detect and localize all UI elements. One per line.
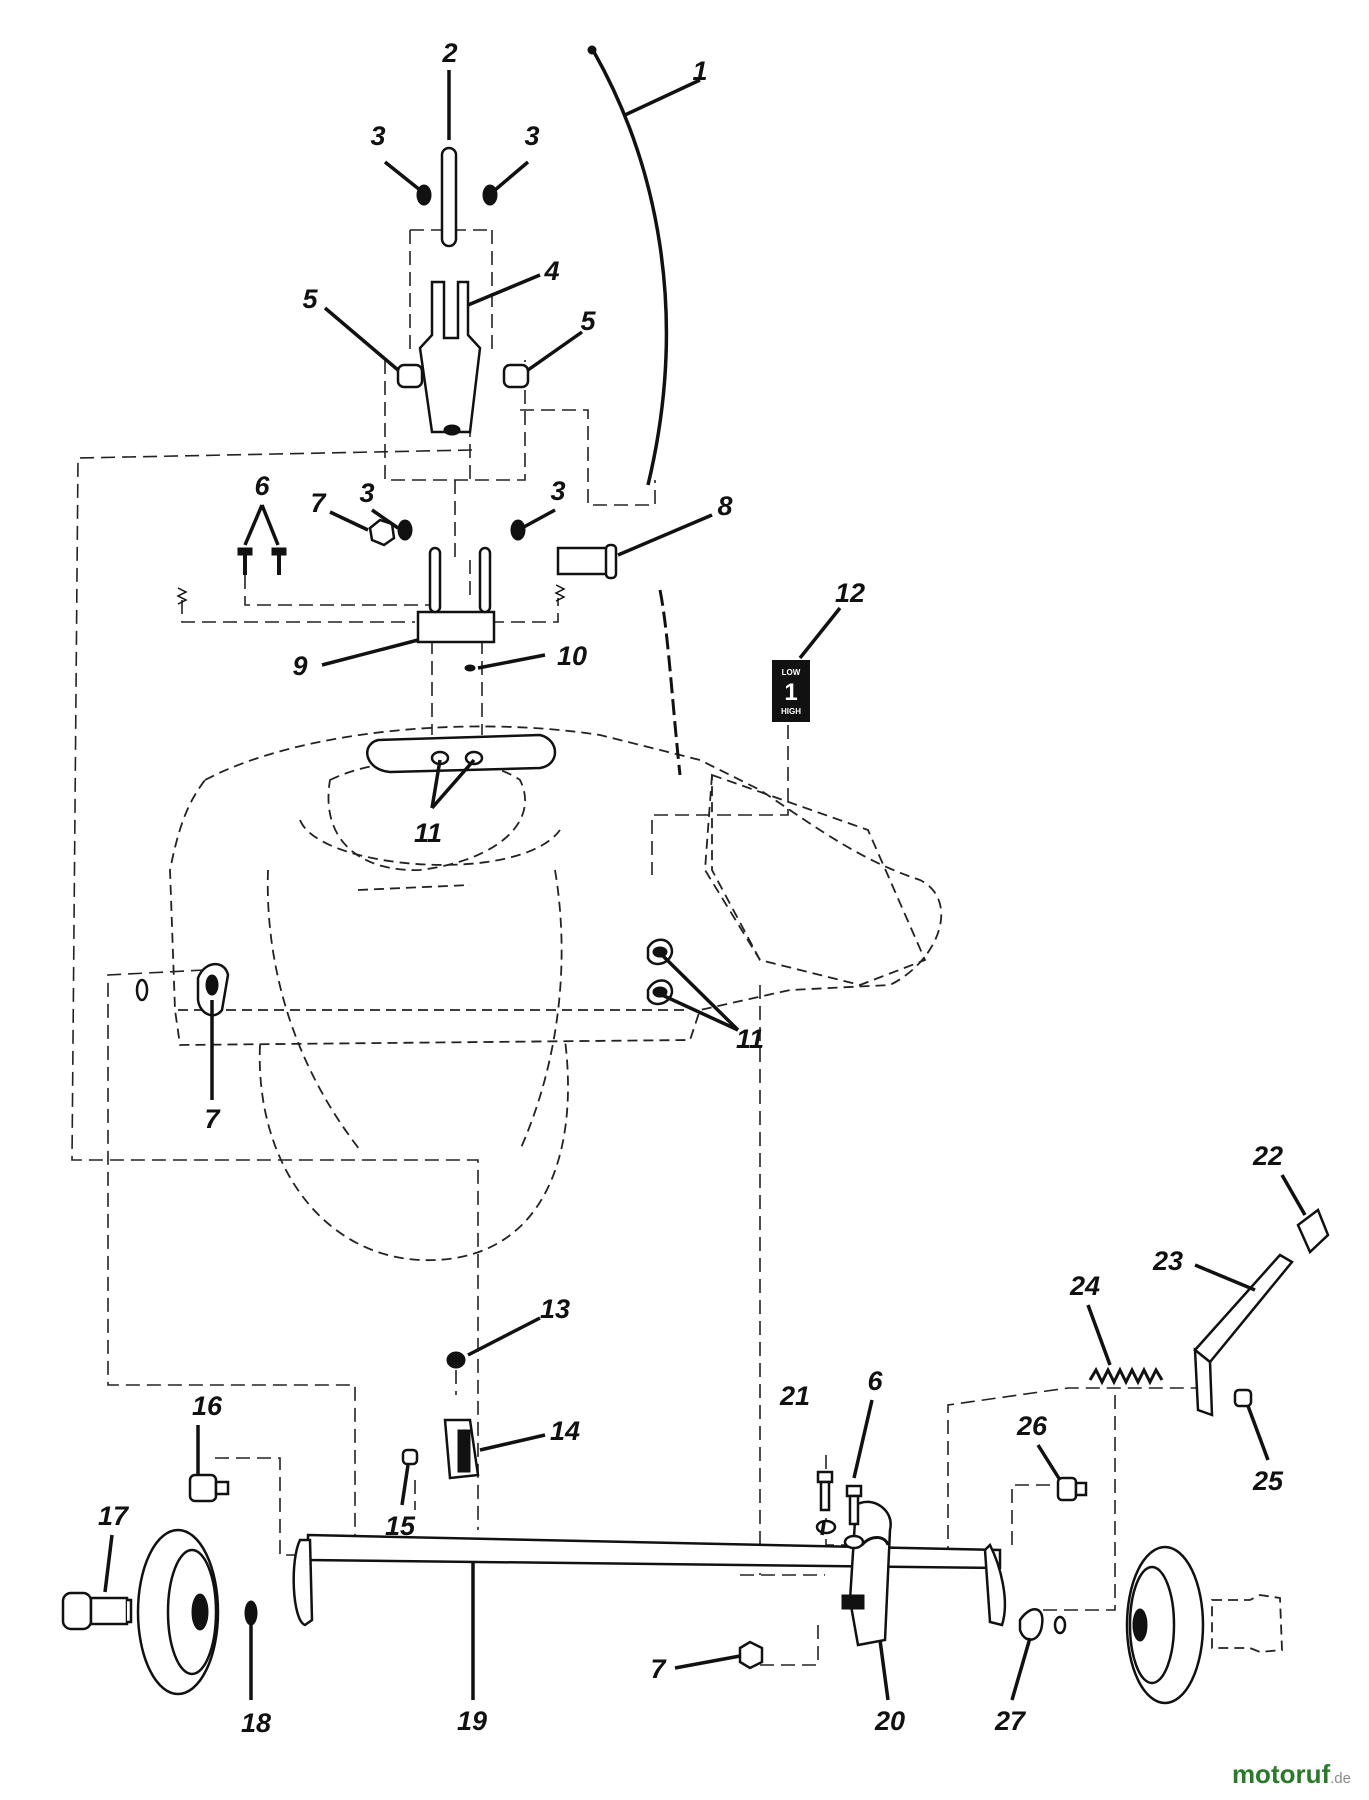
callout-14: 14: [550, 1416, 580, 1446]
washer-part-3-mid-left: [397, 519, 413, 541]
callout-5: 5: [580, 306, 596, 336]
callout-11: 11: [414, 818, 442, 848]
decal-number: 1: [784, 679, 797, 706]
bolt-part-25: [1233, 1388, 1253, 1408]
decal-part-12: LOW 1 HIGH: [772, 660, 810, 722]
washer-part-3-mid-right: [510, 519, 526, 541]
bolt-part-16: [188, 1473, 230, 1503]
callout-19: 19: [457, 1706, 487, 1736]
callout-11: 11: [736, 1024, 764, 1054]
callout-25: 25: [1252, 1466, 1284, 1496]
bushing-part-5-right: [502, 363, 530, 389]
callout-8: 8: [717, 491, 732, 521]
callout-7: 7: [310, 488, 327, 518]
callout-6: 6: [867, 1366, 883, 1396]
callout-7: 7: [204, 1104, 221, 1134]
bushing-part-5-left: [396, 363, 424, 389]
callout-numbers: 1 2 3 3 4 5 5 6 7 3 3 8 9 10 11 12 11 7 …: [98, 38, 1284, 1738]
callout-5: 5: [302, 284, 318, 314]
callout-6: 6: [254, 471, 270, 501]
assembly-guide-lines: [71, 229, 1210, 1666]
upper-handle-parts: [176, 45, 669, 672]
callout-7: 7: [650, 1654, 667, 1684]
nut-part-7-bottom: [738, 1640, 764, 1670]
callout-1: 1: [692, 56, 707, 86]
callout-17: 17: [98, 1501, 130, 1531]
callout-26: 26: [1016, 1411, 1048, 1441]
grommet-part-13: [446, 1351, 466, 1369]
callout-3: 3: [550, 476, 565, 506]
screws-part-6-top: [237, 547, 287, 575]
washer-part-10: [464, 664, 476, 672]
washer-part-27: [1018, 1608, 1044, 1641]
bolt-part-26: [1056, 1476, 1088, 1502]
nut-part-15: [401, 1448, 419, 1466]
callout-20: 20: [874, 1706, 905, 1736]
washer-part-18: [244, 1600, 258, 1626]
callout-10: 10: [557, 641, 587, 671]
callout-3: 3: [359, 478, 374, 508]
axle-part-19: [292, 1533, 1007, 1627]
callout-24: 24: [1069, 1271, 1100, 1301]
link-part-2: [440, 146, 458, 248]
watermark-tld: .de: [1330, 1770, 1351, 1787]
shoulder-bolt-part-17: [61, 1591, 133, 1631]
cable-part-1: [592, 51, 669, 486]
decal-high-label: HIGH: [781, 707, 801, 716]
callout-3: 3: [524, 121, 539, 151]
watermark-brand: motoruf: [1231, 1759, 1331, 1789]
bracket-part-9: [416, 610, 496, 644]
callout-18: 18: [241, 1708, 271, 1738]
washer-part-21: [815, 1519, 837, 1535]
callout-4: 4: [543, 256, 559, 286]
callout-3: 3: [370, 121, 385, 151]
washer-part-3-top-left: [416, 184, 432, 206]
callout-15: 15: [385, 1511, 416, 1541]
right-wheel: [1125, 1545, 1205, 1705]
callout-27: 27: [994, 1706, 1027, 1736]
yoke-part-4: [418, 280, 482, 434]
lower-assembly-parts: [61, 1208, 1330, 1705]
spring-part-24: [1088, 1366, 1164, 1386]
callout-leaders: [103, 70, 1307, 1701]
callout-21: 21: [779, 1381, 810, 1411]
lever-part-23: [1193, 1253, 1294, 1417]
washer-part-3-top-right: [482, 184, 498, 206]
grip-part-22: [1296, 1208, 1330, 1255]
bolts-part-6-lower: [816, 1470, 863, 1526]
callout-16: 16: [192, 1391, 223, 1421]
callout-22: 22: [1252, 1141, 1283, 1171]
callout-23: 23: [1152, 1246, 1183, 1276]
mower-housing-phantom: [135, 589, 943, 1261]
watermark-logo: motoruf.de: [1232, 1759, 1351, 1790]
callout-9: 9: [292, 651, 307, 681]
callout-2: 2: [441, 38, 457, 68]
decal-low-label: LOW: [782, 668, 801, 677]
callout-12: 12: [835, 578, 865, 608]
callout-13: 13: [540, 1294, 570, 1324]
nut-part-7-top: [368, 518, 396, 547]
left-wheel: [136, 1528, 220, 1696]
